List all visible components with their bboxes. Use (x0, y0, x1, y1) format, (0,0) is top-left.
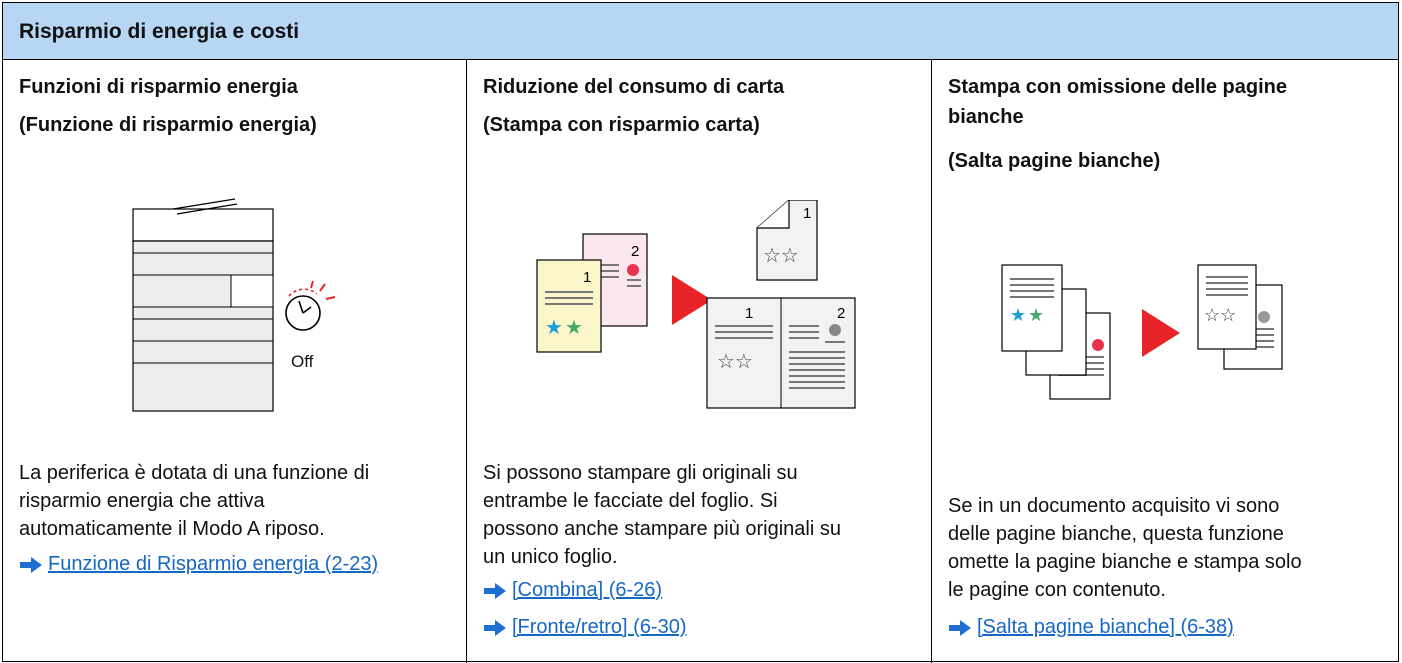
combined-page: 1 2 ☆☆ (706, 297, 856, 409)
clock-icon (285, 280, 336, 331)
page-number: 2 (631, 243, 639, 260)
column-title-continued: bianche (948, 106, 1024, 128)
column-title: Funzioni di risparmio energia (19, 76, 298, 98)
arrow-right-icon (949, 619, 971, 636)
skip-blank-illustration: ★ ★ ☆☆ (1001, 264, 1283, 400)
link-salta-pagine[interactable]: [Salta pagine bianche] (6-38) (977, 616, 1234, 638)
column-paper-saving: Riduzione del consumo di carta (Stampa c… (467, 60, 932, 663)
arrow-right-icon (484, 582, 506, 599)
page-number: 1 (803, 205, 811, 222)
duplex-page: 1 ☆☆ (756, 200, 818, 281)
section-title: Risparmio di energia e costi (19, 20, 300, 43)
play-triangle-icon (672, 275, 712, 325)
description-line: delle pagine bianche, questa funzione (948, 523, 1284, 545)
link-combina[interactable]: [Combina] (6-26) (512, 579, 663, 601)
column-energy-saving: Funzioni di risparmio energia (Funzione … (3, 60, 467, 663)
play-triangle-icon (1142, 309, 1180, 357)
reference-link-row[interactable]: [Combina] (6-26) (483, 579, 662, 602)
column-description: Se in un documento acquisito vi sono del… (948, 492, 1302, 604)
column-description: Si possono stampare gli originali su ent… (483, 459, 841, 571)
star-icon: ★ (545, 317, 563, 339)
star-icon: ☆☆ (1204, 305, 1236, 325)
page-number: 2 (837, 305, 845, 322)
description-line: automaticamente il Modo A riposo. (19, 518, 325, 540)
column-title: Riduzione del consumo di carta (483, 76, 785, 98)
star-icon: ☆☆ (763, 245, 799, 267)
description-line: entrambe le facciate del foglio. Si (483, 490, 778, 512)
reference-link-row[interactable]: [Fronte/retro] (6-30) (483, 616, 687, 639)
arrow-right-icon (484, 619, 506, 636)
column-title: Stampa con omissione delle pagine (948, 76, 1287, 98)
column-description: La periferica è dotata di una funzione d… (19, 459, 369, 543)
reference-link-row[interactable]: Funzione di Risparmio energia (2-23) (19, 553, 378, 576)
description-line: omette la pagine bianche e stampa solo (948, 551, 1302, 573)
original-page-1: 1 ★ ★ (536, 259, 602, 353)
column-subtitle: (Stampa con risparmio carta) (483, 114, 760, 136)
star-icon: ☆☆ (717, 351, 753, 373)
star-icon: ★ (565, 317, 583, 339)
column-subtitle: (Salta pagine bianche) (948, 150, 1161, 172)
description-line: le pagine con contenuto. (948, 579, 1166, 601)
paper-saving-illustration: 2 1 ★ ★ (536, 200, 856, 409)
description-line: La periferica è dotata di una funzione d… (19, 462, 370, 484)
reference-link-row[interactable]: [Salta pagine bianche] (6-38) (948, 616, 1234, 639)
description-line: risparmio energia che attiva (19, 490, 265, 512)
arrow-right-icon (20, 556, 42, 573)
description-line: un unico foglio. (483, 546, 618, 568)
link-energy-saving[interactable]: Funzione di Risparmio energia (2-23) (48, 553, 379, 575)
star-icon: ★ (1028, 305, 1044, 325)
description-line: Si possono stampare gli originali su (483, 462, 798, 484)
off-label: Off (291, 352, 314, 371)
page-number: 1 (745, 305, 753, 322)
page-number: 1 (583, 269, 591, 286)
description-line: possono anche stampare più originali su (483, 518, 841, 540)
description-line: Se in un documento acquisito vi sono (948, 495, 1280, 517)
section-header: Risparmio di energia e costi (3, 3, 1398, 60)
column-subtitle: (Funzione di risparmio energia) (19, 114, 317, 136)
star-icon: ★ (1010, 305, 1026, 325)
link-fronte-retro[interactable]: [Fronte/retro] (6-30) (512, 616, 687, 638)
column-skip-blank: Stampa con omissione delle pagine bianch… (932, 60, 1398, 663)
printer-illustration: Off (132, 198, 336, 412)
